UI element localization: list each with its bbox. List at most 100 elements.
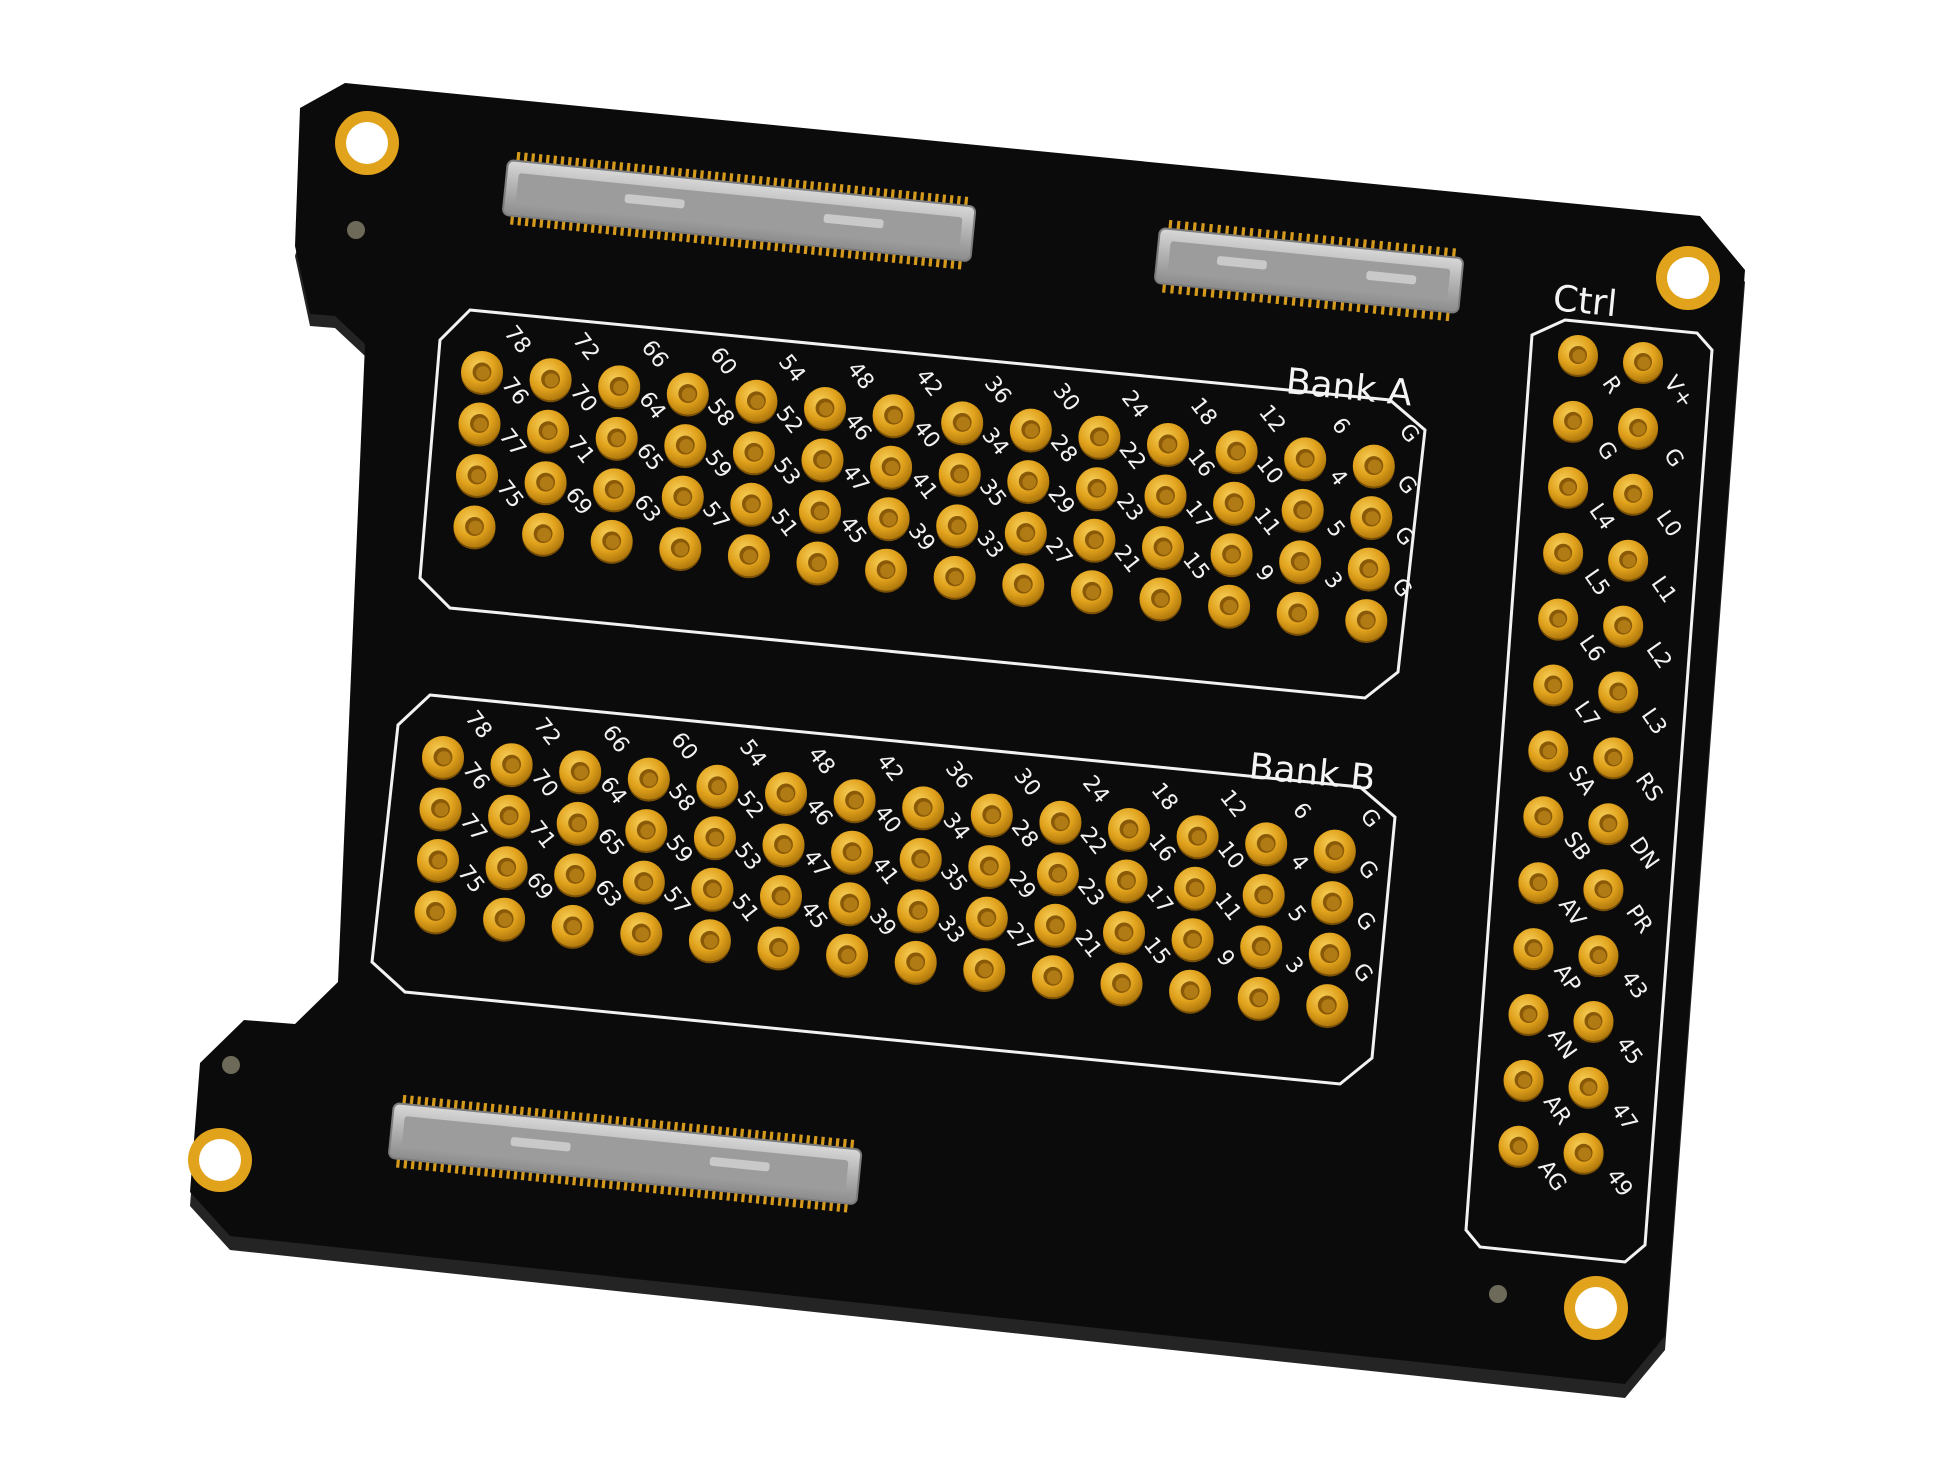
solder-pad	[1279, 540, 1322, 585]
solder-pad	[456, 454, 498, 498]
solder-pad	[483, 897, 526, 942]
solder-pad	[1578, 935, 1619, 978]
solder-pad	[417, 839, 459, 883]
mounting-hole-bottom-left	[188, 1128, 252, 1192]
solder-pad	[522, 512, 565, 557]
solder-pad	[593, 468, 636, 513]
solder-pad	[529, 358, 572, 403]
solder-pad	[1039, 800, 1082, 845]
solder-pad	[968, 845, 1011, 890]
solder-pad	[559, 750, 602, 795]
solder-pad	[1563, 1132, 1604, 1175]
solder-pad	[765, 772, 807, 816]
solder-pad	[458, 402, 501, 447]
solder-pad	[693, 816, 736, 861]
solder-pad	[485, 846, 528, 891]
solder-pad	[1345, 599, 1388, 644]
solder-pad	[1031, 955, 1074, 1000]
solder-pad	[1281, 488, 1324, 533]
solder-pad	[894, 940, 937, 985]
solder-pad	[1139, 577, 1182, 622]
solder-pad	[595, 416, 638, 461]
solder-pad	[1513, 928, 1554, 971]
solder-pad	[1548, 466, 1589, 509]
solder-pad	[527, 409, 570, 454]
solder-pad	[799, 490, 841, 534]
solder-pad	[1613, 473, 1654, 516]
solder-pad	[963, 948, 1006, 993]
solder-pad	[696, 764, 739, 809]
solder-pad	[727, 534, 770, 579]
fiducial	[1489, 1285, 1507, 1303]
solder-pad	[1311, 881, 1354, 926]
solder-pad	[902, 786, 945, 831]
solder-pad	[1103, 911, 1145, 955]
connector-top-large	[502, 151, 977, 270]
solder-pad	[1108, 808, 1150, 852]
solder-pad	[1174, 866, 1217, 911]
solder-pad	[833, 779, 876, 824]
solder-pad	[691, 867, 734, 912]
solder-pad	[1004, 511, 1047, 556]
mounting-hole-bottom-right	[1564, 1276, 1628, 1340]
connector-top-small	[1154, 219, 1464, 322]
solder-pad	[661, 475, 704, 520]
solder-pad	[1503, 1059, 1544, 1102]
solder-pad	[1538, 598, 1579, 641]
solder-pad	[1242, 873, 1285, 918]
solder-pad	[1208, 584, 1251, 629]
solder-pad	[872, 394, 915, 439]
solder-pad	[941, 401, 984, 446]
solder-pad	[1147, 423, 1189, 467]
solder-pad	[1352, 444, 1395, 489]
solder-pad	[762, 823, 805, 868]
solder-pad	[1583, 869, 1624, 912]
solder-pad	[1213, 481, 1256, 526]
solder-pad	[422, 736, 464, 780]
solder-pad	[933, 555, 976, 600]
solder-pad	[453, 505, 496, 550]
solder-pad	[1009, 408, 1052, 453]
bank-b-outline	[370, 693, 1397, 1086]
solder-pad	[1169, 969, 1212, 1014]
solder-pad	[598, 365, 641, 410]
solder-pad	[1036, 852, 1079, 897]
solder-pad	[1100, 962, 1143, 1007]
solder-pad	[1215, 430, 1258, 475]
solder-pad	[1171, 918, 1214, 963]
solder-pad	[1558, 335, 1598, 377]
solder-pad	[899, 837, 942, 882]
solder-pad	[831, 830, 874, 875]
solder-pad	[1573, 1001, 1614, 1043]
solder-pad	[1588, 803, 1629, 846]
solder-pad	[1618, 407, 1659, 450]
solder-pad	[936, 504, 979, 549]
solder-pad	[1543, 532, 1584, 575]
solder-pad	[735, 379, 778, 424]
solder-pad	[1245, 822, 1288, 867]
solder-pad	[1240, 925, 1283, 970]
solder-pad	[666, 372, 709, 417]
mounting-hole-top-right	[1656, 246, 1720, 310]
solder-pad	[488, 794, 531, 839]
solder-pad	[1533, 664, 1574, 707]
solder-pad	[1002, 563, 1045, 608]
solder-pad	[938, 452, 981, 497]
solder-pad	[1078, 415, 1121, 460]
solder-pad	[1593, 737, 1634, 780]
solder-pad	[1105, 859, 1148, 904]
solder-pad	[732, 431, 775, 476]
solder-pad	[1528, 730, 1569, 773]
solder-pad	[419, 787, 462, 832]
fiducial	[222, 1056, 240, 1074]
solder-pad	[1142, 526, 1184, 570]
solder-pad	[1518, 862, 1559, 905]
ctrl-label: Ctrl	[1551, 278, 1619, 325]
solder-pad	[730, 482, 773, 527]
solder-pad	[1237, 976, 1280, 1021]
solder-pad	[1075, 467, 1118, 512]
solder-pad	[1034, 903, 1077, 948]
solder-pad	[828, 882, 871, 927]
